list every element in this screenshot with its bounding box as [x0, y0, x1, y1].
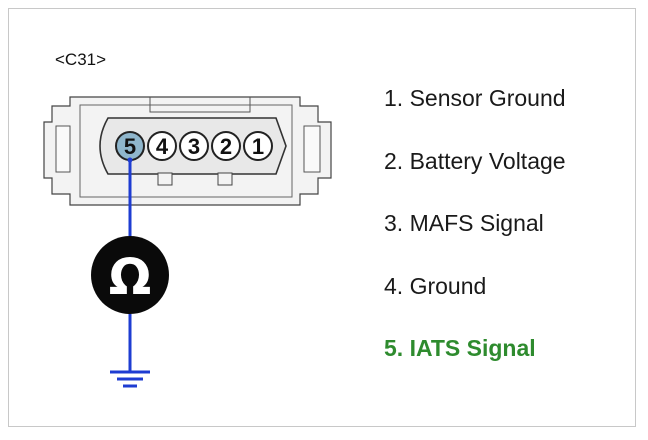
ground-icon: [110, 370, 150, 388]
connector-pins: 5 4 3 2 1: [115, 131, 273, 161]
probe-tip: [127, 157, 133, 163]
connector-label: <C31>: [55, 50, 107, 69]
pin-2: 2: [211, 131, 241, 161]
diagram-frame: [8, 8, 636, 427]
pin-description-2: 2. Battery Voltage: [384, 147, 566, 174]
pin-4: 4: [147, 131, 177, 161]
pin-number: 3: [188, 134, 200, 159]
pin-5: 5: [115, 131, 145, 161]
pin-description-4: 4. Ground: [384, 272, 487, 299]
pin-number: 4: [156, 134, 169, 159]
pin-description-1: 1. Sensor Ground: [384, 85, 566, 111]
pin-1: 1: [243, 131, 273, 161]
ohmmeter-icon: Ω: [91, 236, 169, 314]
ohm-symbol: Ω: [109, 248, 152, 306]
pin-description-5-highlighted: 5. IATS Signal: [384, 335, 536, 361]
pin-description-list: 1. Sensor Ground 2. Battery Voltage 3. M…: [384, 83, 634, 396]
pin-number: 2: [220, 134, 232, 159]
pin-number: 5: [124, 134, 136, 159]
pin-3: 3: [179, 131, 209, 161]
pin-number: 1: [252, 134, 264, 159]
pin-description-3: 3. MAFS Signal: [384, 210, 544, 236]
